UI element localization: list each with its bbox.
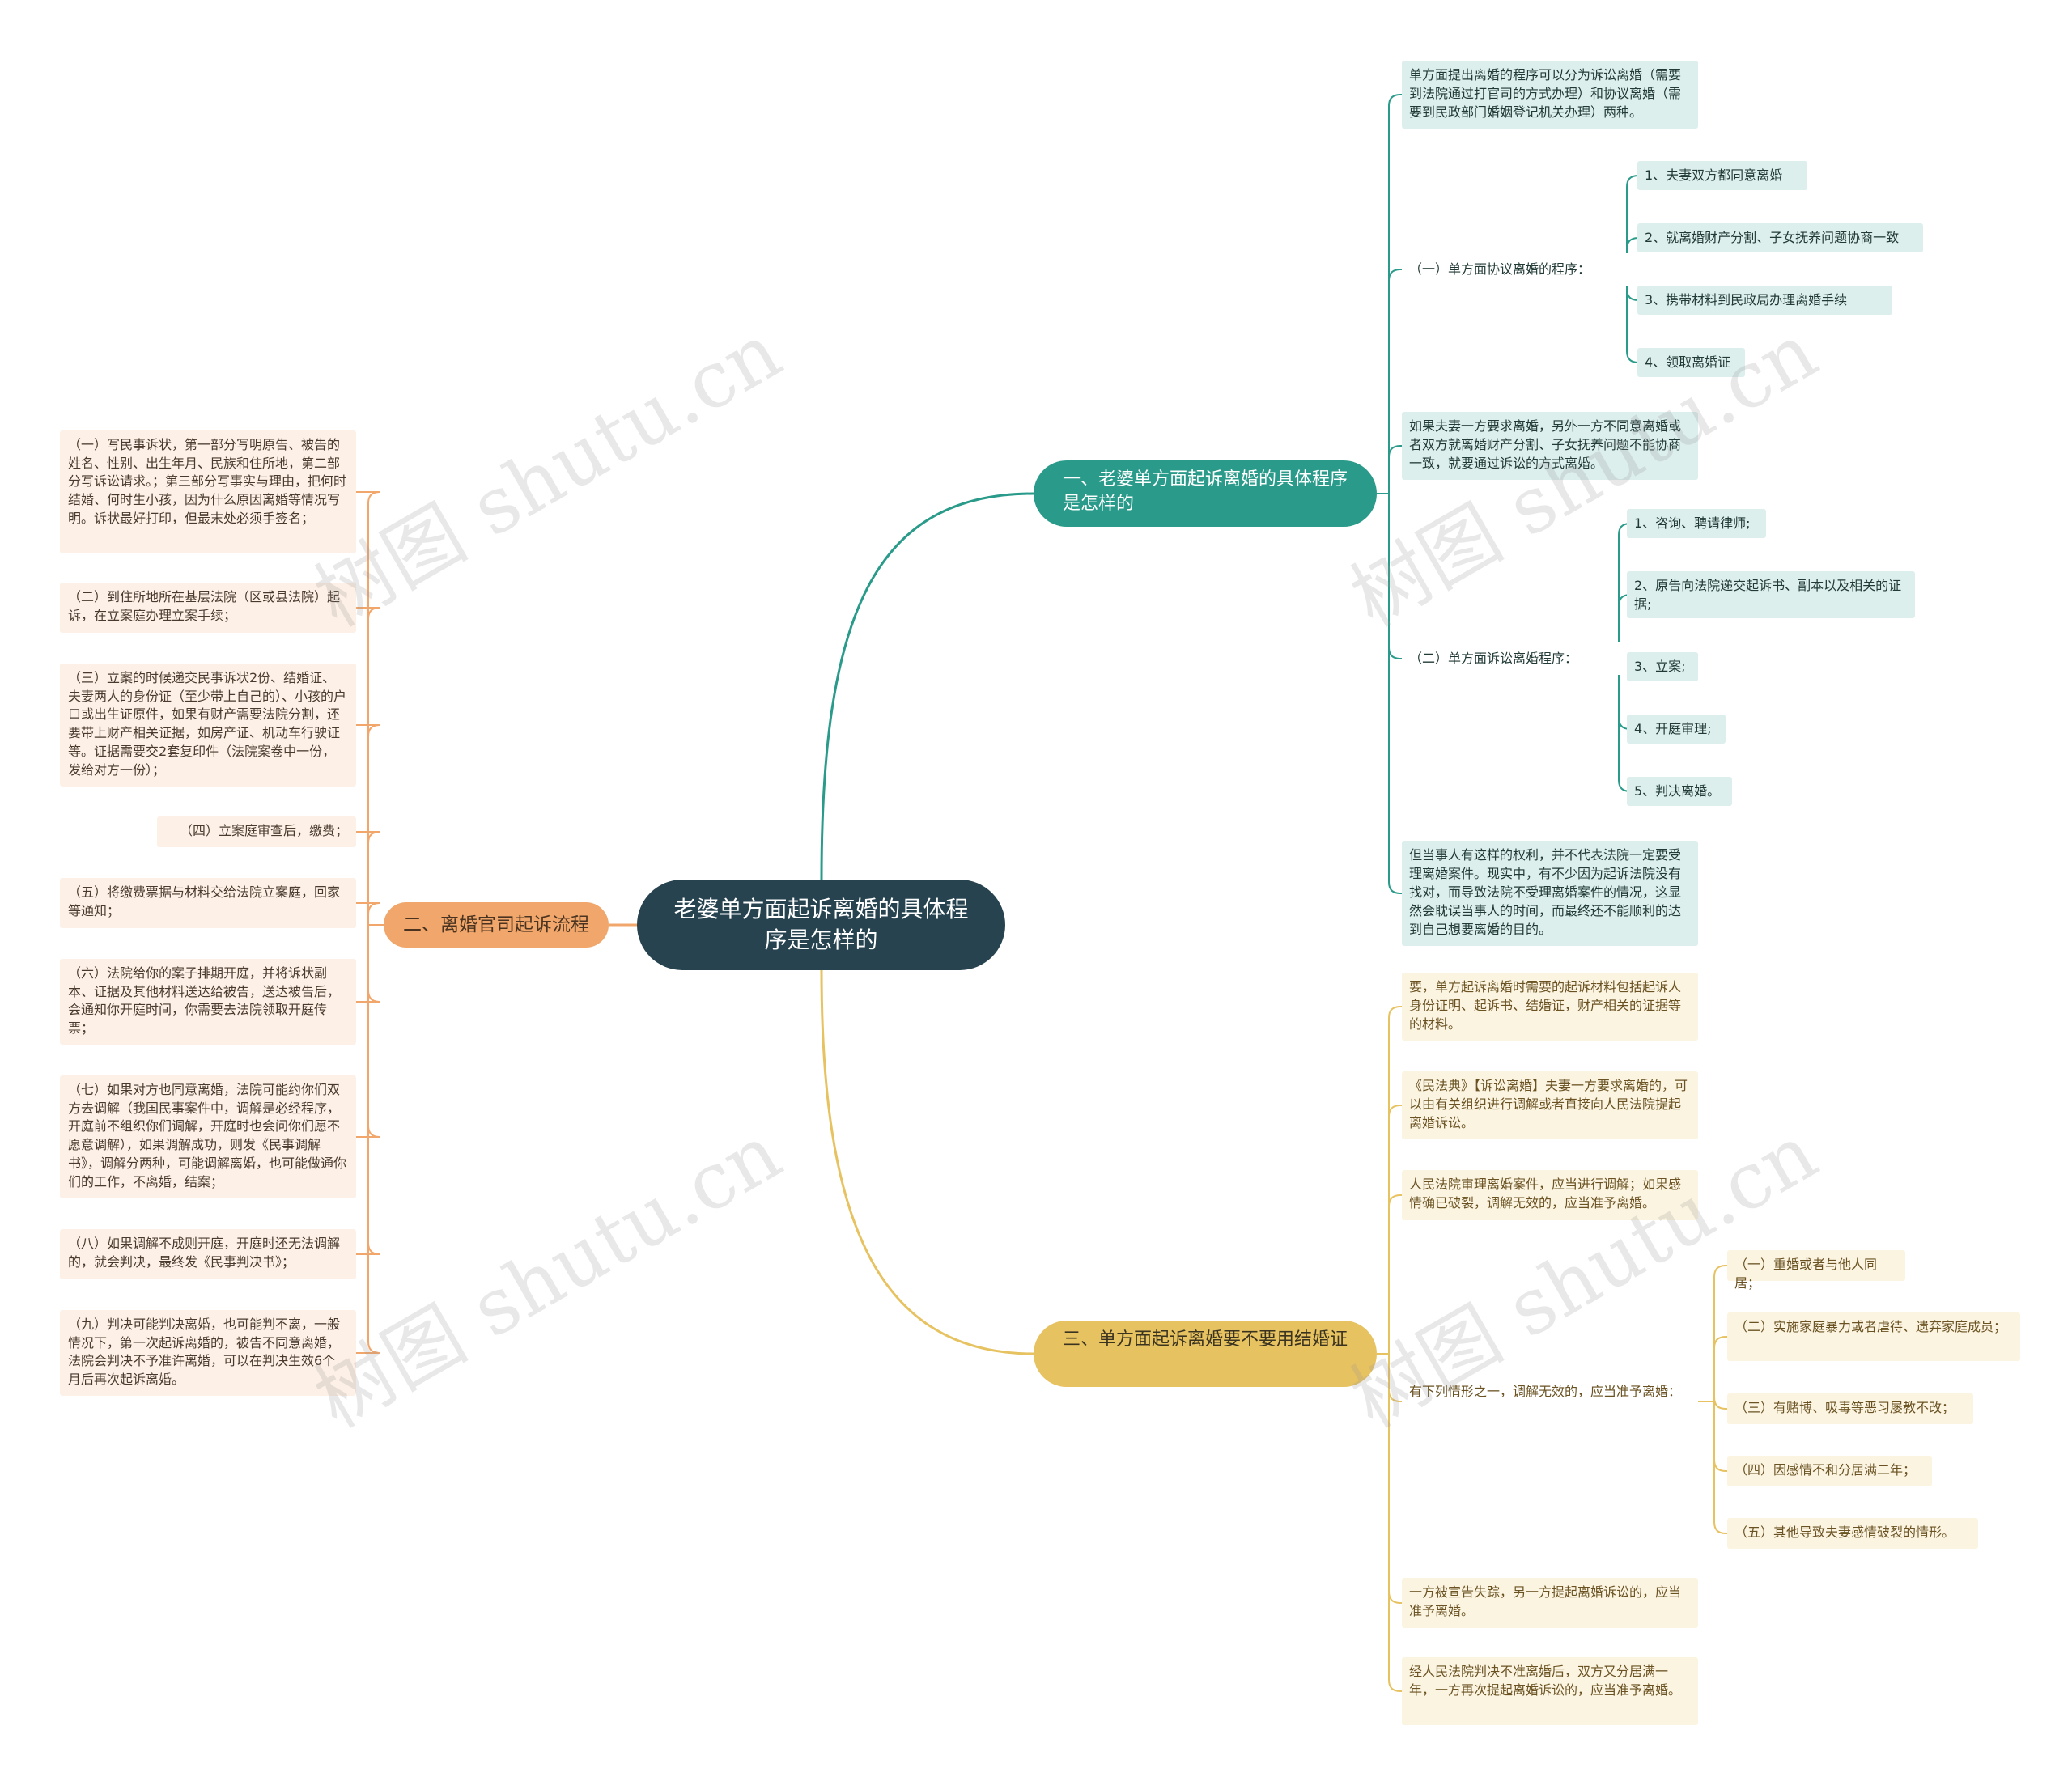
connector-line <box>1698 1265 1727 1402</box>
connector-line <box>1698 1401 1727 1534</box>
connector-line <box>356 902 384 926</box>
b1-agreement-label[interactable]: （一）单方面协议离婚的程序： <box>1402 253 1645 286</box>
b1-litigation-label[interactable]: （二）单方面诉讼离婚程序： <box>1402 642 1637 675</box>
b2-step-5[interactable]: （五）将缴费票据与材料交给法院立案庭，回家等通知； <box>60 878 356 928</box>
connector-line <box>1698 1397 1727 1410</box>
b3-conditions-label[interactable]: 有下列情形之一，调解无效的，应当准予离婚： <box>1402 1377 1698 1426</box>
b3-condition-4[interactable]: （四）因感情不和分居满二年； <box>1727 1456 1932 1486</box>
b2-step-3[interactable]: （三）立案的时候递交民事诉状2份、结婚证、夫妻两人的身份证（至少带上自己的）、小… <box>60 664 356 787</box>
b2-step-6[interactable]: （六）法院给你的案子排期开庭，并将诉状副本、证据及其他材料送达给被告，送达被告后… <box>60 959 356 1045</box>
b1-note[interactable]: 但当事人有这样的权利，并不代表法院一定要受理离婚案件。现实中，有不少因为起诉法院… <box>1402 841 1698 946</box>
connector-line <box>820 969 1034 1355</box>
connector-line <box>356 924 384 1003</box>
branch-3-topic[interactable]: 三、单方面起诉离婚要不要用结婚证 <box>1034 1321 1377 1387</box>
b1-litigation-item-4[interactable]: 4、开庭审理; <box>1627 715 1726 744</box>
connector-line <box>1377 94 1402 494</box>
connector-line <box>1698 1336 1727 1402</box>
connector-line <box>356 491 384 926</box>
connector-line <box>356 924 384 1354</box>
b3-condition-3[interactable]: （三）有赌博、吸毒等恶习屡教不改； <box>1727 1393 1973 1424</box>
branch-2-topic[interactable]: 二、离婚官司起诉流程 <box>384 902 609 948</box>
b2-step-7[interactable]: （七）如果对方也同意离婚，法院可能约你们双方去调解（我国民事案件中，调解是必经程… <box>60 1075 356 1198</box>
b1-agreement-item-1[interactable]: 1、夫妻双方都同意离婚 <box>1637 161 1807 190</box>
connector-line <box>356 924 384 1138</box>
b1-agreement-item-4[interactable]: 4、领取离婚证 <box>1637 348 1745 377</box>
branch-2-label: 二、离婚官司起诉流程 <box>403 914 589 935</box>
connector-line <box>1698 1401 1727 1472</box>
connector-line <box>1377 1353 1402 1692</box>
connector-line <box>356 607 384 926</box>
b3-p1[interactable]: 要，单方起诉离婚时需要的起诉材料包括起诉人身份证明、起诉书、结婚证，财产相关的证… <box>1402 973 1698 1041</box>
connector-line <box>356 831 384 926</box>
connector-line <box>1377 1194 1402 1355</box>
b3-p5[interactable]: 经人民法院判决不准离婚后，双方又分居满一年，一方再次提起离婚诉讼的，应当准予离婚… <box>1402 1657 1698 1725</box>
b3-condition-2[interactable]: （二）实施家庭暴力或者虐待、遗弃家庭成员； <box>1727 1312 2020 1361</box>
b2-step-4[interactable]: （四）立案庭审查后，缴费； <box>157 816 356 847</box>
b1-agreement-item-2[interactable]: 2、就离婚财产分割、子女抚养问题协商一致 <box>1637 223 1923 252</box>
b2-step-1[interactable]: （一）写民事诉状，第一部分写明原告、被告的姓名、性别、出生年月、民族和住所地，第… <box>60 430 356 553</box>
connector-line <box>1377 445 1402 494</box>
b1-litigation-item-1[interactable]: 1、咨询、聘请律师; <box>1627 509 1766 538</box>
b1-intro[interactable]: 单方面提出离婚的程序可以分为诉讼离婚（需要到法院通过打官司的方式办理）和协议离婚… <box>1402 61 1698 129</box>
root-label: 老婆单方面起诉离婚的具体程序是怎样的 <box>673 896 969 953</box>
b1-middle[interactable]: 如果夫妻一方要求离婚，另外一方不同意离婚或者双方就离婚财产分割、子女抚养问题不能… <box>1402 412 1698 480</box>
b3-condition-1[interactable]: （一）重婚或者与他人同居； <box>1727 1250 1905 1291</box>
connector-line <box>1377 493 1402 894</box>
branch-3-label: 三、单方面起诉离婚要不要用结婚证 <box>1063 1329 1348 1350</box>
b2-step-9[interactable]: （九）判决可能判决离婚，也可能判不离，一般情况下，第一次起诉离婚的，被告不同意离… <box>60 1310 356 1396</box>
connector-line <box>356 724 384 926</box>
b3-condition-5[interactable]: （五）其他导致夫妻感情破裂的情形。 <box>1727 1518 1978 1549</box>
root-topic[interactable]: 老婆单方面起诉离婚的具体程序是怎样的 <box>637 880 1005 970</box>
connector-line <box>820 492 1034 880</box>
connector-line <box>1377 1105 1402 1355</box>
b3-p2[interactable]: 《民法典》【诉讼离婚】夫妻一方要求离婚的，可以由有关组织进行调解或者直接向人民法… <box>1402 1071 1698 1139</box>
b1-litigation-item-3[interactable]: 3、立案; <box>1627 652 1698 681</box>
b2-step-8[interactable]: （八）如果调解不成则开庭，开庭时还无法调解的，就会判决，最终发《民事判决书》； <box>60 1229 356 1279</box>
connector-line <box>1377 1006 1402 1355</box>
b1-agreement-item-3[interactable]: 3、携带材料到民政局办理离婚手续 <box>1637 286 1892 315</box>
branch-1-topic[interactable]: 一、老婆单方面起诉离婚的具体程序是怎样的 <box>1034 460 1377 527</box>
connector-line <box>356 924 384 1255</box>
b1-litigation-item-2[interactable]: 2、原告向法院递交起诉书、副本以及相关的证据; <box>1627 571 1915 618</box>
b2-step-2[interactable]: （二）到住所地所在基层法院（区或县法院）起诉，在立案庭办理立案手续； <box>60 583 356 633</box>
connector-line <box>1377 269 1402 494</box>
b1-litigation-item-5[interactable]: 5、判决离婚。 <box>1627 777 1732 806</box>
b3-p3[interactable]: 人民法院审理离婚案件，应当进行调解；如果感情确已破裂，调解无效的，应当准予离婚。 <box>1402 1170 1698 1220</box>
branch-1-label: 一、老婆单方面起诉离婚的具体程序是怎样的 <box>1063 469 1348 514</box>
b3-p4[interactable]: 一方被宣告失踪，另一方提起离婚诉讼的，应当准予离婚。 <box>1402 1578 1698 1628</box>
